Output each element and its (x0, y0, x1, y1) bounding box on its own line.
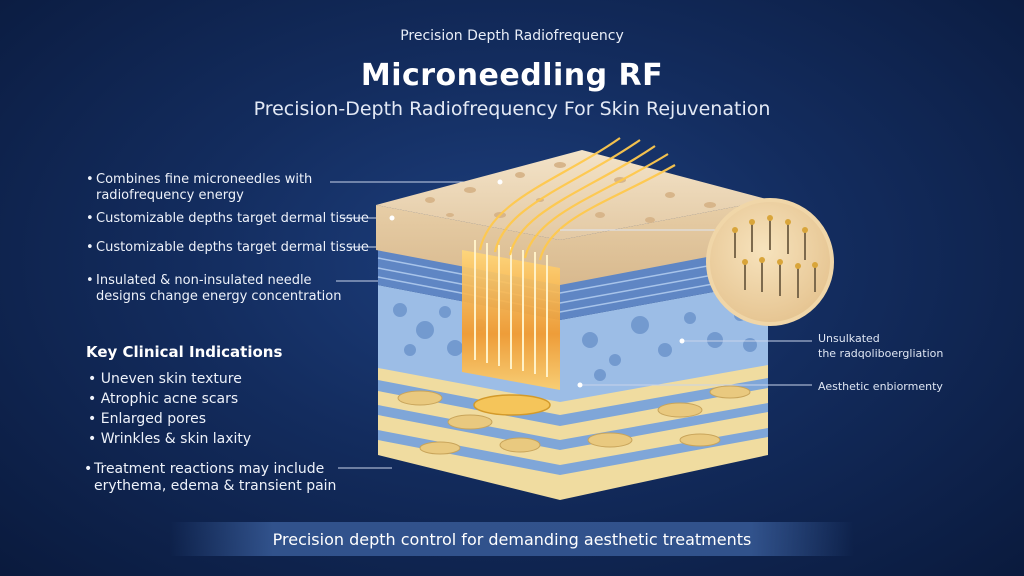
magnified-needle-tips (732, 215, 818, 269)
right-label-aesthetic: Aesthetic enbiormenty (818, 379, 943, 394)
right-label-text: Aesthetic enbiormenty (818, 380, 943, 393)
indication-item: • Atrophic acne scars (88, 391, 239, 407)
indication-item: • Wrinkles & skin laxity (88, 431, 252, 447)
fat-cells (397, 385, 751, 455)
kicker-text: Precision Depth Radiofrequency (400, 28, 624, 44)
indication-item: • Enlarged pores (88, 411, 207, 427)
right-label-text: the radqoliboergliation (818, 347, 944, 360)
bullet-dot: • (86, 240, 94, 255)
page-subtitle: Precision-Depth Radiofrequency For Skin … (253, 98, 771, 120)
needle-array (474, 240, 548, 377)
bullet-dot: • (84, 461, 93, 477)
indications-title: Key Clinical Indications (86, 343, 283, 361)
bullet-text: designs change energy concentration (96, 289, 342, 304)
bullet-insulated: •Insulated & non-insulated needle design… (86, 273, 341, 305)
indication-text: Atrophic acne scars (100, 391, 239, 407)
indication-text: Wrinkles & skin laxity (100, 431, 252, 447)
bullet-dot: • (86, 273, 94, 288)
magnified-needle-view (706, 198, 834, 326)
bullet-combines: •Combines fine microneedles with radiofr… (86, 172, 312, 204)
footer-bar (170, 522, 854, 556)
bullet-text: radiofrequency energy (96, 188, 244, 203)
indication-text: Uneven skin texture (100, 371, 242, 387)
magnified-needles (734, 218, 816, 298)
indication-text: Enlarged pores (100, 411, 207, 427)
bullet-dot: • (86, 172, 94, 187)
leader-dots (389, 179, 685, 388)
right-label-text: Unsulkated (818, 332, 880, 345)
bullet-text: Insulated & non-insulated needle (96, 273, 312, 288)
rf-heat-node (473, 394, 551, 416)
page-title: Microneedling RF (360, 58, 664, 93)
bullet-text: Customizable depths target dermal tissue (96, 211, 369, 226)
footer-caption: Precision depth control for demanding ae… (272, 530, 752, 549)
reactions-note: •Treatment reactions may include erythem… (84, 461, 336, 495)
surface-pores (425, 162, 716, 223)
bullet-depths-2: •Customizable depths target dermal tissu… (86, 240, 369, 256)
indication-item: • Uneven skin texture (88, 371, 242, 387)
bullet-depths-1: •Customizable depths target dermal tissu… (86, 211, 369, 227)
reactions-text: erythema, edema & transient pain (94, 478, 337, 494)
bullet-dot: • (86, 211, 94, 226)
right-leader-lines (580, 340, 812, 386)
reactions-text: Treatment reactions may include (94, 461, 325, 477)
right-label-uninsulated: Unsulkated the radqoliboergliation (818, 331, 943, 361)
energy-strands (478, 137, 676, 261)
bullet-text: Customizable depths target dermal tissue (96, 240, 369, 255)
bullet-text: Combines fine microneedles with (96, 172, 313, 187)
